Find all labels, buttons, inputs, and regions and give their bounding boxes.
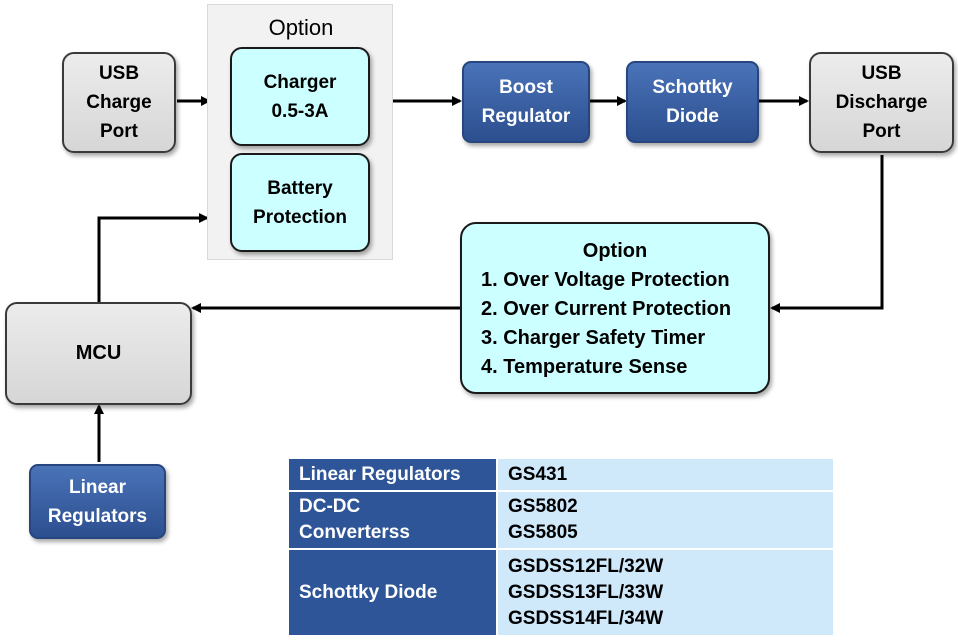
charger-block: Charger 0.5-3A	[230, 47, 370, 146]
table-category-cell: Schottky Diode	[289, 549, 498, 637]
protection-option-item: 1. Over Voltage Protection	[481, 269, 730, 291]
usb-discharge-port-block: USB Discharge Port	[809, 52, 954, 153]
table-parts-cell: GS5802 GS5805	[497, 491, 833, 550]
mcu-block: MCU	[5, 302, 192, 405]
linear-regulators-block: Linear Regulators	[29, 464, 166, 539]
parts-table: Linear Regulators GS431 DC-DC Converters…	[289, 459, 833, 637]
table-row: Linear Regulators GS431	[289, 459, 833, 492]
protection-options-title: Option	[582, 240, 648, 262]
usb-charge-port-block: USB Charge Port	[62, 52, 176, 153]
protection-options-list: 1. Over Voltage Protection 2. Over Curre…	[462, 266, 768, 382]
schottky-diode-block: Schottky Diode	[626, 61, 759, 143]
protection-option-item: 4. Temperature Sense	[481, 356, 688, 378]
battery-protection-block: Battery Protection	[230, 153, 370, 252]
protection-option-item: 2. Over Current Protection	[481, 298, 732, 320]
table-parts-cell: GSDSS12FL/32W GSDSS13FL/33W GSDSS14FL/34…	[497, 549, 833, 637]
table-row: Schottky Diode GSDSS12FL/32W GSDSS13FL/3…	[289, 549, 833, 637]
table-row: DC-DC Converterss GS5802 GS5805	[289, 491, 833, 550]
protection-option-item: 3. Charger Safety Timer	[481, 327, 706, 349]
table-category-cell: Linear Regulators	[289, 459, 498, 492]
wire-mcu-to-battery-protection	[97, 213, 209, 302]
protection-options-block: Option 1. Over Voltage Protection 2. Ove…	[460, 222, 770, 394]
table-parts-cell: GS431	[497, 459, 833, 492]
wire-usb-discharge-to-options	[770, 155, 884, 313]
option-group-title: Option	[268, 15, 334, 40]
boost-regulator-block: Boost Regulator	[462, 61, 590, 143]
table-category-cell: DC-DC Converterss	[289, 491, 498, 550]
